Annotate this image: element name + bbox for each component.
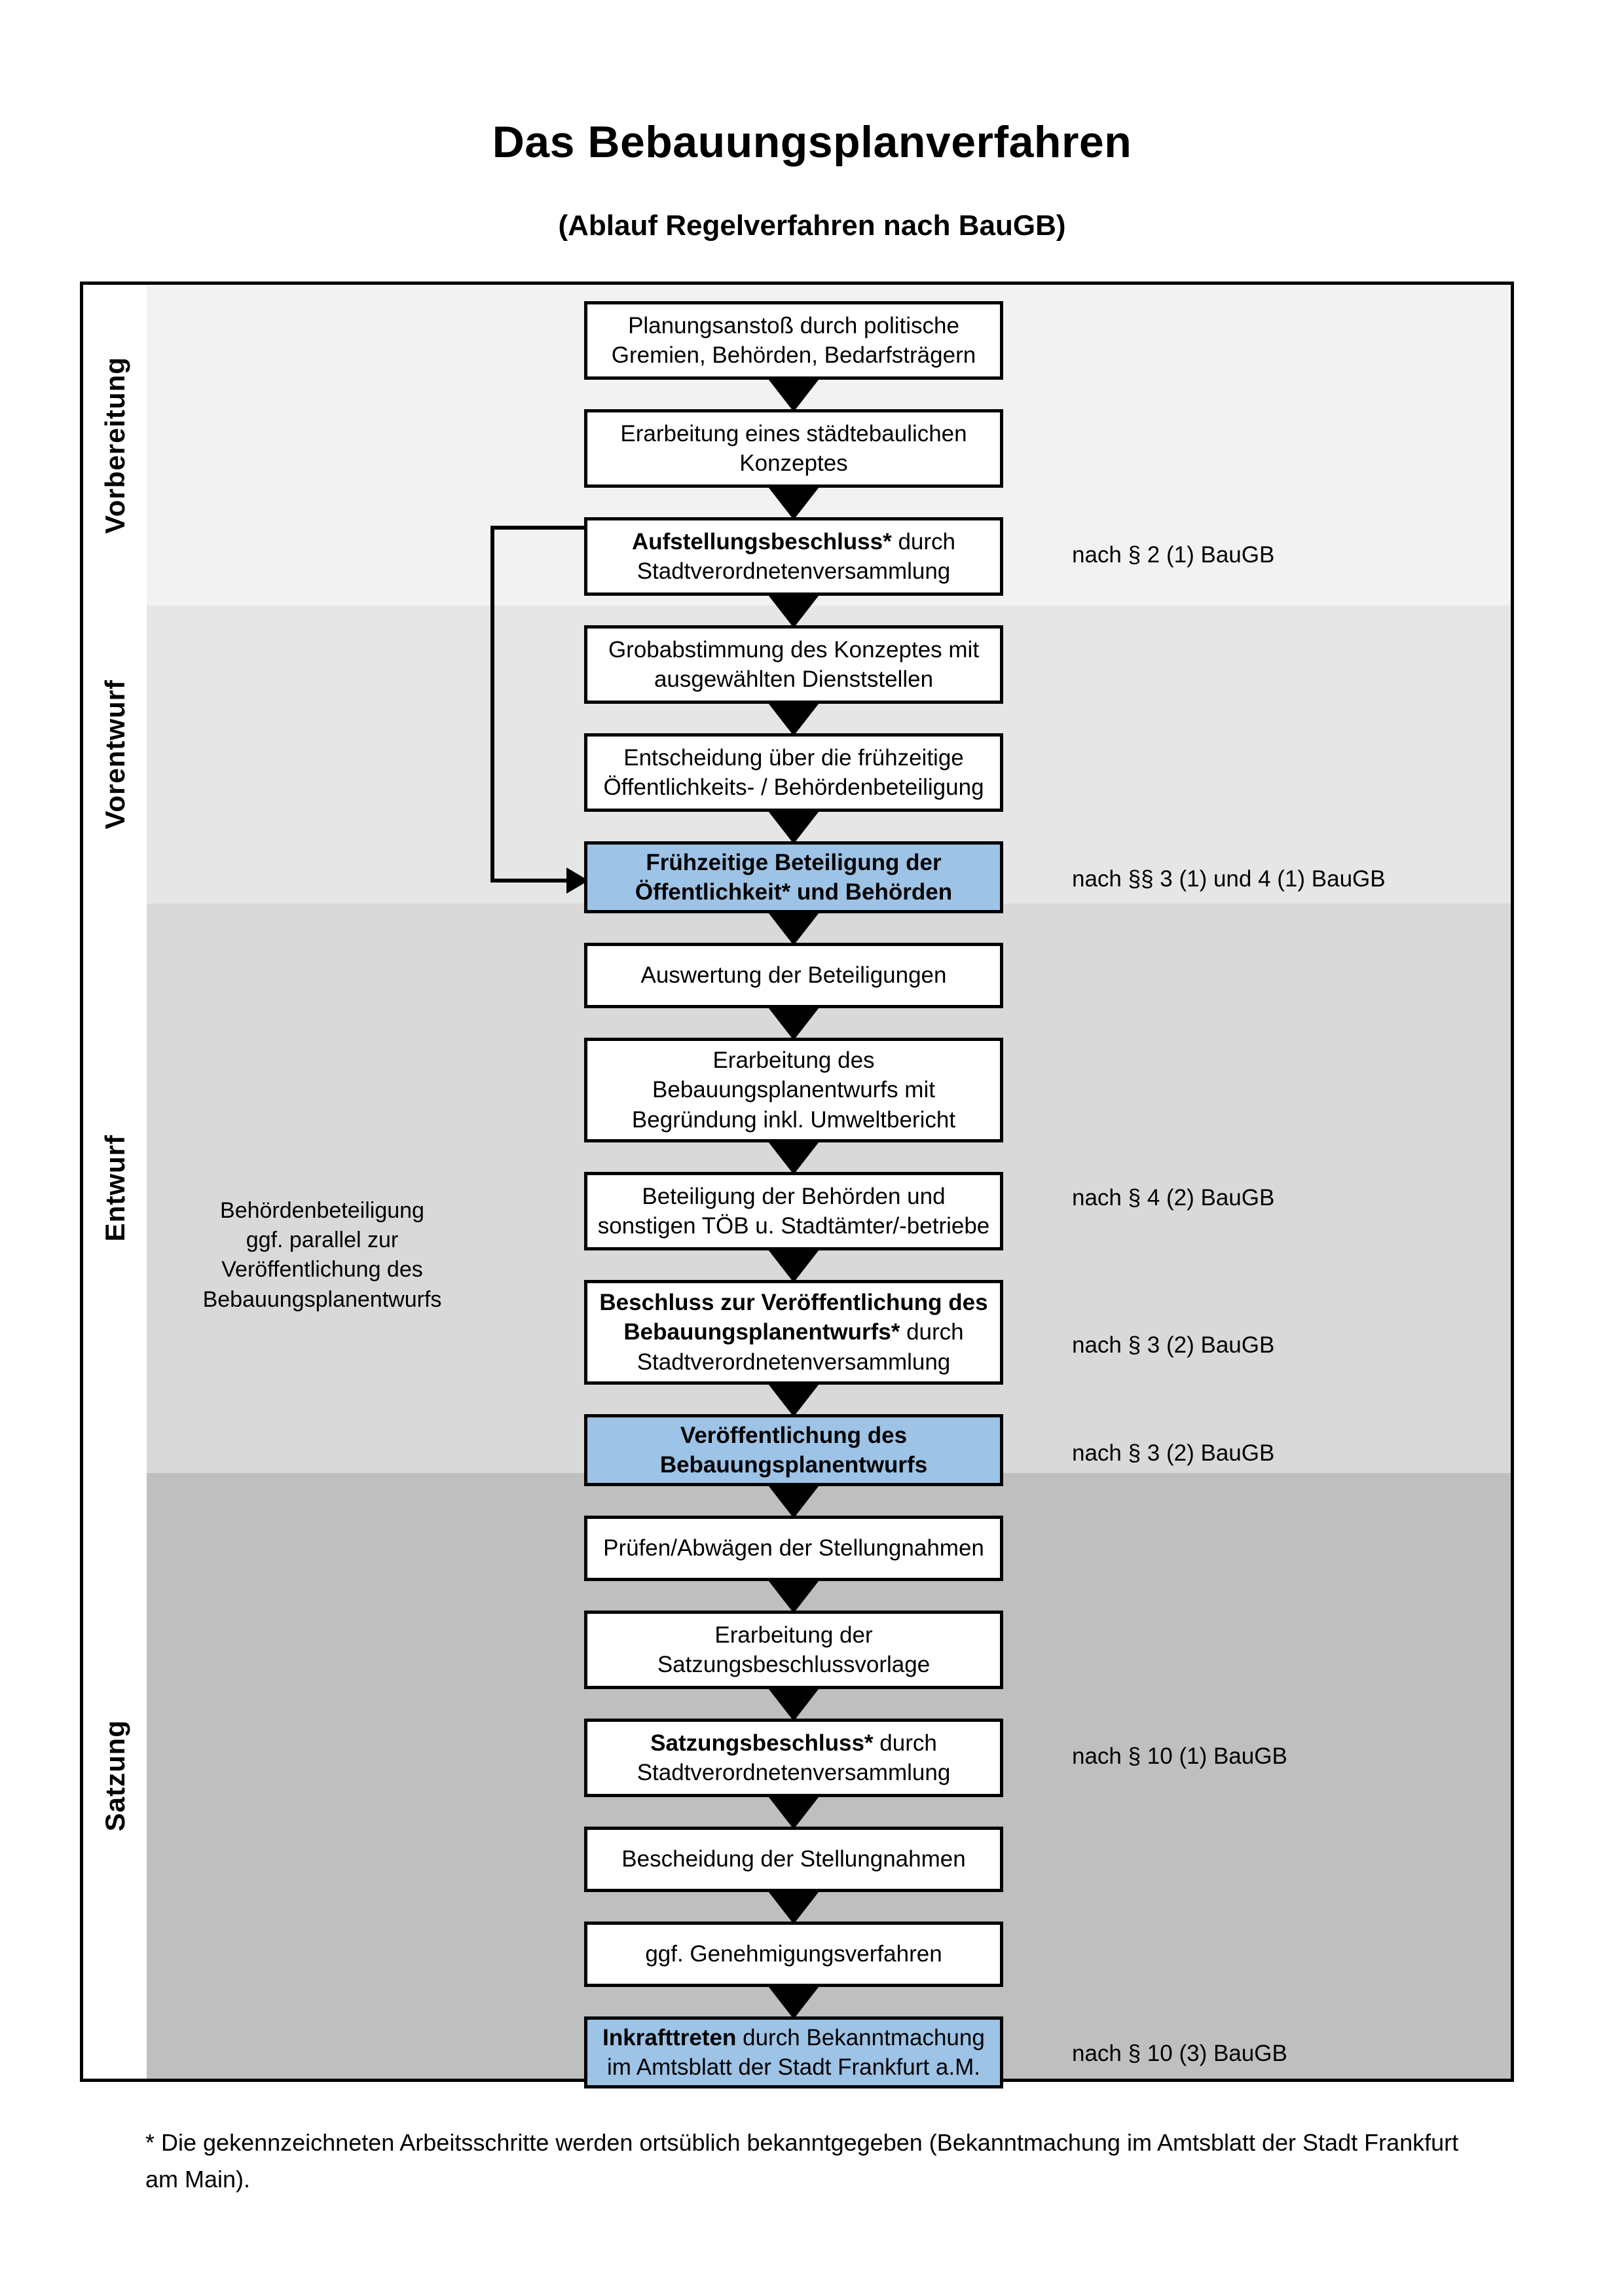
legal-ref-par10-1: nach § 10 (1) BauGB (1072, 1743, 1287, 1769)
arrow-2 (766, 484, 821, 520)
footnote: * Die gekennzeichneten Arbeitsschritte w… (145, 2129, 1459, 2193)
phase-cell-vorbereitung: Vorbereitung (83, 285, 147, 606)
page-subtitle: (Ablauf Regelverfahren nach BauGB) (558, 210, 1066, 242)
arrow-5 (766, 809, 821, 844)
step-pruefen-abwaegen[interactable]: Prüfen/Abwägen der Stellungnahmen (584, 1516, 1003, 1581)
arrow-4 (766, 701, 821, 736)
loopback-top-segment (490, 526, 587, 530)
legal-ref-par3-4-1: nach §§ 3 (1) und 4 (1) BauGB (1072, 866, 1386, 892)
step-beschluss-veroeffentlichung[interactable]: Beschluss zur Veröffentlichung des Bebau… (584, 1280, 1003, 1385)
arrow-14 (766, 1794, 821, 1829)
arrow-16 (766, 1984, 821, 2019)
legal-ref-par2-1: nach § 2 (1) BauGB (1072, 542, 1275, 568)
arrow-10 (766, 1381, 821, 1417)
arrow-8 (766, 1139, 821, 1175)
step-text: Beschluss zur Veröffentlichung des Bebau… (599, 1289, 988, 1375)
arrow-9 (766, 1247, 821, 1283)
arrow-12 (766, 1578, 821, 1613)
step-text: Bescheidung der Stellungnahmen (621, 1846, 966, 1872)
phase-cell-satzung: Satzung (83, 1473, 147, 2079)
arrow-7 (766, 1005, 821, 1040)
step-text: Erarbeitung des Bebauungsplanentwurfs mi… (631, 1047, 956, 1133)
side-note-behoerdenbeteiligung: Behördenbeteiligung ggf. parallel zur Ve… (202, 1198, 442, 1312)
step-auswertung-beteiligungen[interactable]: Auswertung der Beteiligungen (584, 943, 1003, 1008)
arrow-13 (766, 1686, 821, 1721)
loopback-bottom-segment (490, 879, 568, 883)
arrow-3 (766, 592, 821, 628)
arrow-15 (766, 1889, 821, 1924)
step-text: ggf. Genehmigungsverfahren (645, 1941, 942, 1967)
step-bescheidung-stellungnahmen[interactable]: Bescheidung der Stellungnahmen (584, 1827, 1003, 1892)
step-erarbeitung-bebauungsplanentwurf[interactable]: Erarbeitung des Bebauungsplanentwurfs mi… (584, 1038, 1003, 1142)
legal-ref-par4-2: nach § 4 (2) BauGB (1072, 1185, 1275, 1211)
loopback-vertical-segment (490, 526, 494, 883)
arrow-6 (766, 910, 821, 945)
step-genehmigungsverfahren[interactable]: ggf. Genehmigungsverfahren (584, 1922, 1003, 1987)
flowchart-frame: Vorbereitung Vorentwurf Entwurf Satzung (80, 282, 1514, 2088)
page-title: Das Bebauungsplanverfahren (492, 117, 1132, 167)
legal-ref-par3-2b: nach § 3 (2) BauGB (1072, 1440, 1275, 1466)
phase-cell-entwurf: Entwurf (83, 903, 147, 1473)
step-text: Auswertung der Beteiligungen (640, 962, 947, 989)
arrow-1 (766, 376, 821, 412)
phase-rail: Vorbereitung Vorentwurf Entwurf Satzung (83, 285, 147, 2079)
arrow-11 (766, 1483, 821, 1518)
step-text: Prüfen/Abwägen der Stellungnahmen (603, 1535, 984, 1561)
phase-cell-vorentwurf: Vorentwurf (83, 606, 147, 903)
legal-ref-par3-2a: nach § 3 (2) BauGB (1072, 1332, 1275, 1358)
legal-ref-par10-3: nach § 10 (3) BauGB (1072, 2041, 1287, 2066)
